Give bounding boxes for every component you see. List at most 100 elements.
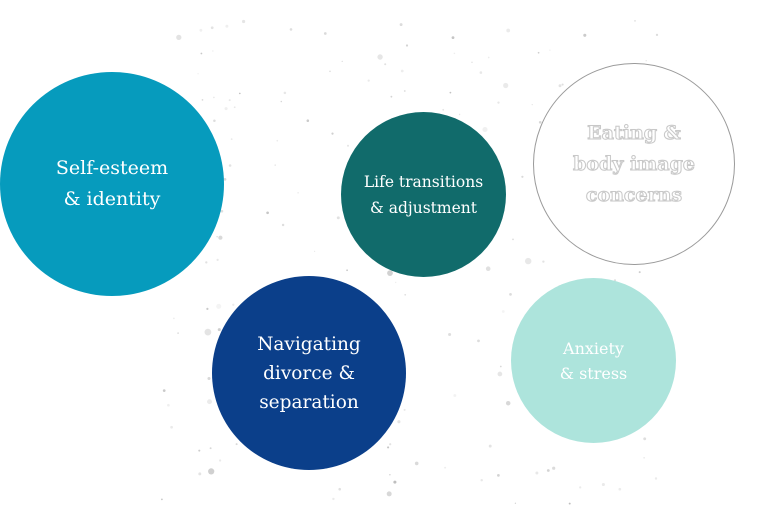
divorce-separation-label: Navigating divorce & separation: [257, 333, 361, 413]
speckle-dot: [208, 468, 215, 475]
speckle-dot: [228, 164, 232, 167]
speckle-dot: [218, 235, 223, 240]
speckle-dot: [209, 447, 212, 450]
speckle-dot: [205, 261, 208, 264]
eating-body-image-label: Eating & body image concerns: [573, 121, 696, 206]
speckle-dot: [341, 60, 343, 63]
speckle-dot: [170, 425, 173, 429]
speckle-dot: [206, 307, 209, 311]
speckle-dot: [238, 92, 241, 95]
anxiety-stress-label: Anxiety & stress: [559, 338, 628, 383]
speckle-dot: [213, 96, 215, 99]
speckle-dot: [397, 420, 401, 424]
speckle-dot: [161, 498, 163, 501]
self-esteem-label: Self-esteem & identity: [55, 157, 169, 210]
speckle-dot: [306, 119, 310, 122]
speckle-dot: [444, 466, 447, 469]
speckle-dot: [451, 36, 455, 40]
speckle-dot: [201, 99, 204, 101]
speckle-dot: [521, 175, 524, 178]
speckle-dot: [207, 399, 212, 405]
speckle-dot: [331, 132, 334, 135]
speckle-dot: [643, 437, 647, 441]
speckle-dot: [216, 303, 222, 309]
speckle-dot: [338, 487, 342, 491]
speckle-dot: [488, 444, 492, 448]
speckle-dot: [390, 95, 393, 98]
speckle-dot: [329, 70, 331, 73]
speckle-dot: [200, 52, 203, 55]
speckle-dot: [480, 478, 483, 482]
speckle-dot: [505, 400, 511, 406]
speckle-dot: [583, 33, 587, 37]
speckle-dot: [458, 113, 461, 116]
speckle-dot: [387, 270, 393, 276]
speckle-dot: [274, 164, 276, 166]
speckle-dot: [499, 365, 502, 368]
speckle-dot: [297, 192, 299, 194]
speckle-dot: [346, 269, 348, 272]
speckle-dot: [643, 457, 645, 459]
speckle-dot: [414, 461, 419, 466]
speckle-dot: [224, 107, 228, 111]
divorce-separation-bubble: Navigating divorce & separation: [212, 276, 406, 470]
speckle-dot: [654, 477, 658, 480]
speckle-dot: [211, 50, 214, 52]
speckle-dot: [232, 303, 235, 306]
speckle-dot: [561, 83, 564, 86]
speckle-dot: [579, 486, 582, 489]
speckle-dot: [453, 52, 456, 55]
speckle-dot: [471, 61, 473, 64]
speckle-dot: [405, 44, 409, 47]
speckle-dot: [403, 408, 406, 411]
speckle-dot: [386, 491, 392, 497]
speckle-dot: [618, 487, 622, 491]
eating-body-image-bubble: Eating & body image concerns: [533, 63, 735, 265]
speckle-dot: [217, 328, 221, 332]
speckle-dot: [198, 449, 201, 452]
speckle-dot: [485, 266, 491, 271]
speckle-dot: [204, 328, 212, 336]
speckle-dot: [225, 24, 229, 28]
speckle-dot: [477, 339, 480, 343]
speckle-dot: [207, 376, 211, 381]
speckle-dot: [228, 99, 231, 102]
speckle-dot: [535, 471, 539, 475]
speckle-dot: [323, 32, 327, 35]
speckle-dot: [173, 317, 175, 320]
speckle-dot: [389, 443, 392, 446]
speckle-dot: [601, 482, 605, 487]
speckle-dot: [497, 101, 500, 104]
speckle-dot: [235, 443, 238, 446]
speckle-dot: [537, 51, 540, 54]
speckle-dot: [347, 144, 349, 147]
speckle-dot: [549, 49, 551, 52]
speckle-dot: [242, 19, 246, 24]
speckle-dot: [509, 293, 512, 296]
speckle-dot: [542, 260, 545, 263]
life-transitions-label: Life transitions & adjustment: [363, 172, 484, 217]
speckle-dot: [393, 480, 397, 484]
speckle-dot: [531, 103, 533, 106]
speckle-dot: [479, 71, 483, 74]
speckle-dot: [384, 63, 387, 66]
speckle-dot: [514, 502, 517, 504]
speckle-dot: [400, 69, 404, 73]
speckle-dot: [219, 459, 222, 462]
speckle-dot: [276, 139, 279, 142]
speckle-dot: [313, 250, 316, 253]
speckle-dot: [395, 281, 397, 284]
speckle-dot: [546, 469, 550, 472]
speckle-dot: [449, 91, 452, 94]
speckle-dot: [197, 73, 199, 75]
speckle-dot: [634, 19, 636, 22]
speckle-dot: [442, 108, 445, 111]
speckle-dot: [233, 106, 236, 109]
speckle-dot: [220, 209, 224, 213]
speckle-dot: [377, 54, 383, 60]
speckle-dot: [176, 34, 182, 41]
speckle-dot: [230, 138, 233, 140]
speckle-dot: [482, 126, 488, 133]
speckle-dot: [223, 178, 227, 181]
